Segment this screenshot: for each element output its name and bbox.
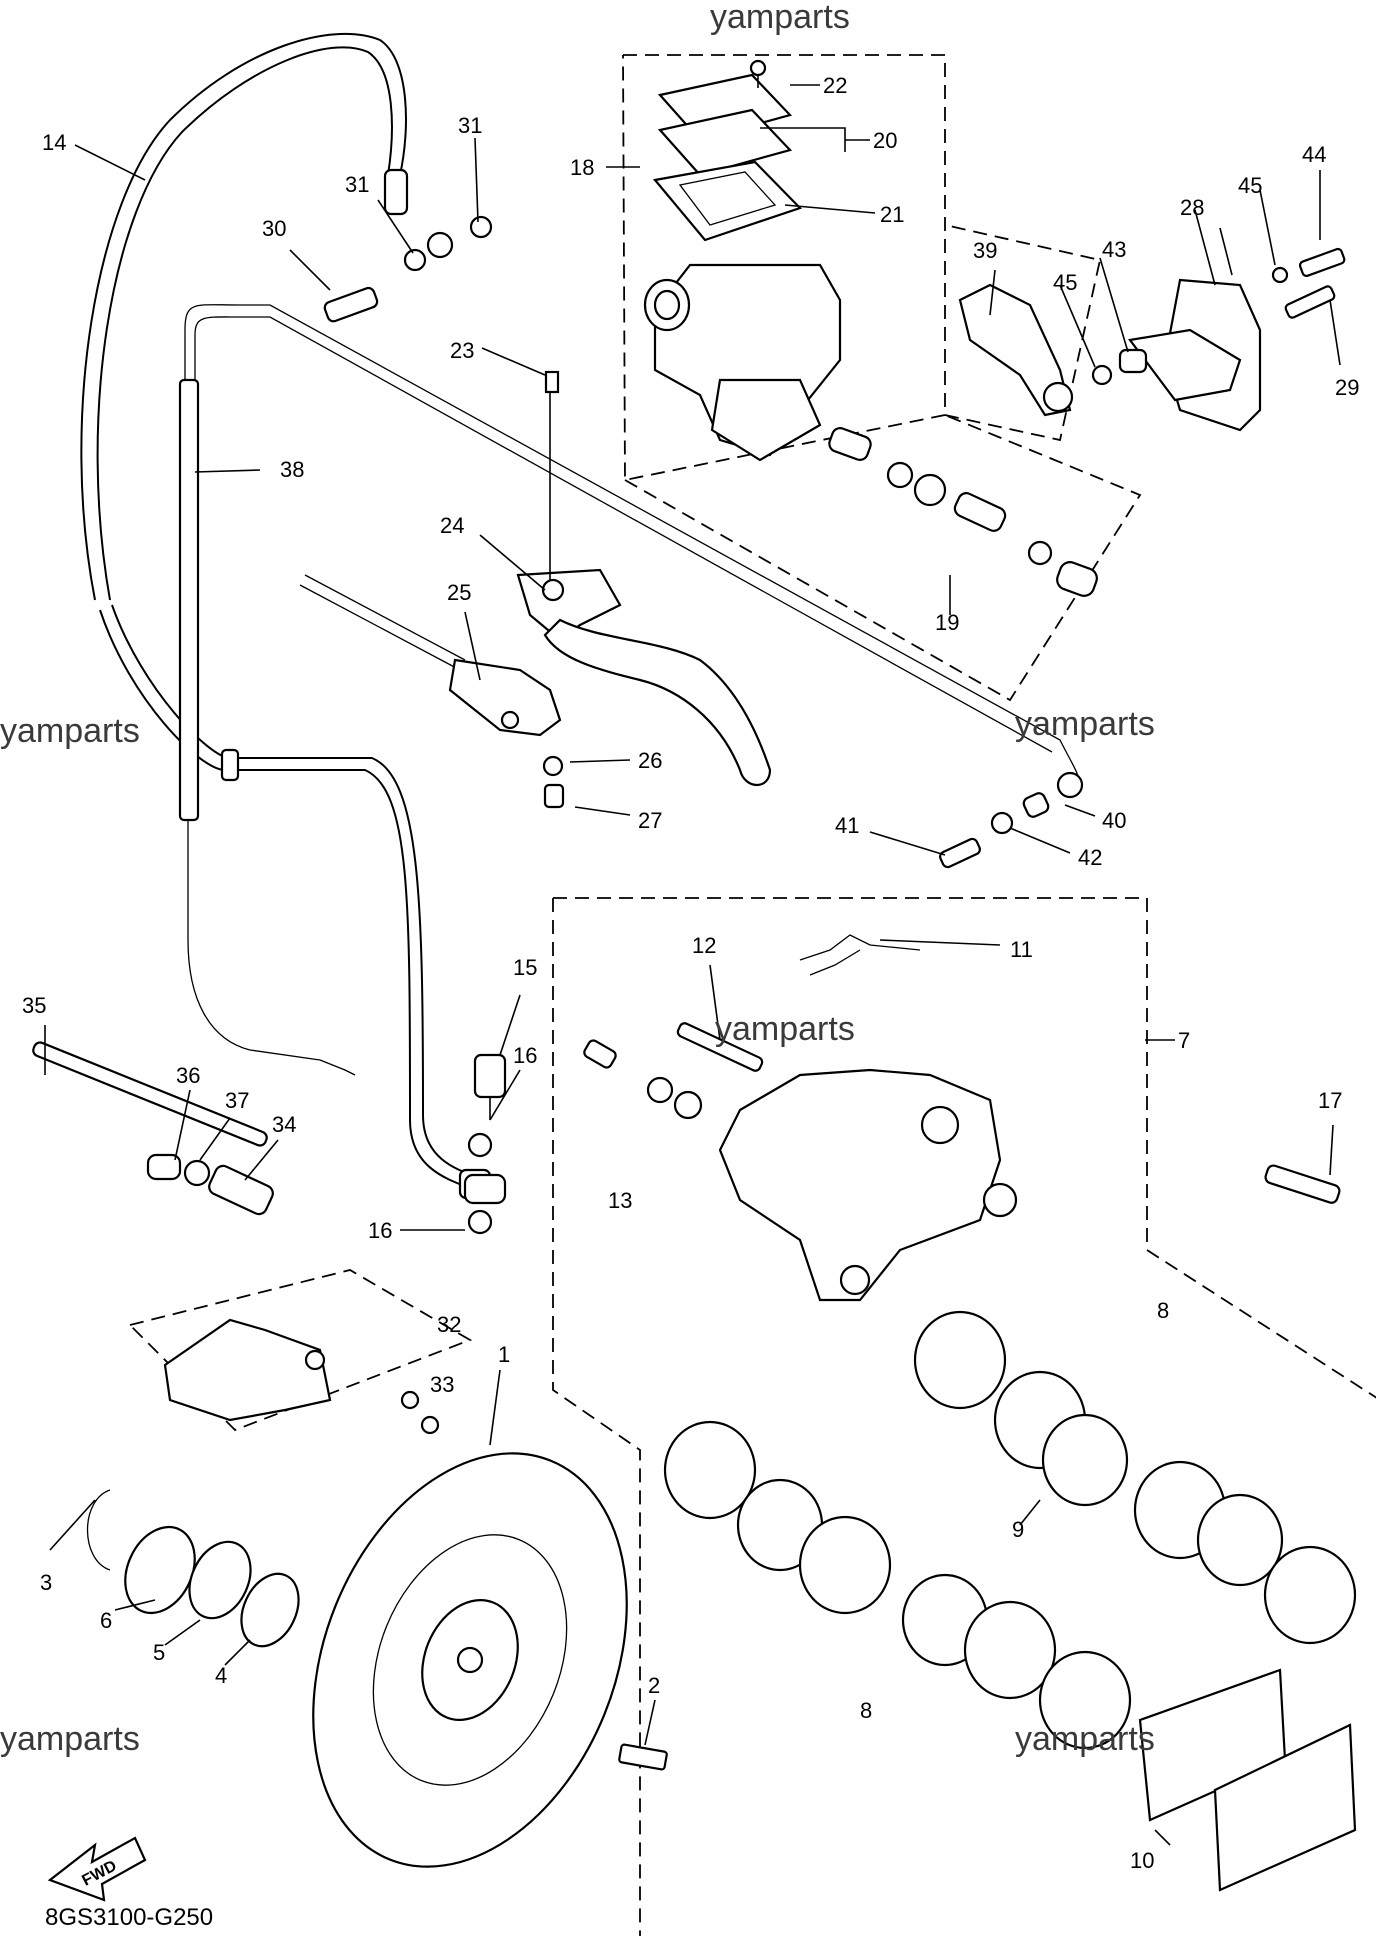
callout-18: 18: [570, 155, 594, 180]
fwd-arrow-icon: FWD: [47, 1836, 147, 1902]
watermark-right-lower: yamparts: [1015, 1720, 1155, 1758]
callout-16-lower: 16: [368, 1218, 392, 1243]
watermark-center: yamparts: [715, 1010, 855, 1048]
callout-40: 40: [1102, 808, 1126, 833]
callout-31-left: 31: [345, 172, 369, 197]
pedal-rod: [32, 1041, 274, 1216]
callout-45-upper: 45: [1238, 173, 1262, 198]
brake-pads: [1138, 1668, 1357, 1892]
bleeder-fittings: [583, 1039, 703, 1120]
callout-27: 27: [638, 808, 662, 833]
caliper-pistons: [663, 1310, 1357, 1750]
small-fasteners: [939, 792, 1050, 869]
callout-45-lower: 45: [1053, 270, 1077, 295]
callout-21: 21: [880, 202, 904, 227]
callout-5: 5: [153, 1640, 165, 1665]
pad-pin: [618, 1743, 668, 1771]
callout-32: 32: [437, 1312, 461, 1337]
disc-washers: [86, 1489, 300, 1648]
callout-8-lower: 8: [860, 1698, 872, 1723]
callout-38: 38: [280, 457, 304, 482]
callout-16-upper: 16: [513, 1043, 537, 1068]
watermark-left-lower: yamparts: [0, 1720, 140, 1758]
callout-29: 29: [1335, 375, 1359, 400]
brake-hose: [80, 32, 492, 1200]
watermark-left-upper: yamparts: [0, 712, 140, 750]
hose-clamp-icon: [220, 748, 240, 782]
callout-39: 39: [973, 238, 997, 263]
callout-1: 1: [498, 1342, 510, 1367]
callout-20: 20: [873, 128, 897, 153]
callout-15: 15: [513, 955, 537, 980]
reservoir-cap: [652, 59, 803, 242]
master-cylinder: [643, 263, 842, 462]
callout-44: 44: [1302, 142, 1326, 167]
callout-10: 10: [1130, 1848, 1154, 1873]
front-caliper: [463, 934, 1341, 1302]
watermark-right-upper: yamparts: [1015, 705, 1155, 743]
hose-fitting-icon: [383, 168, 409, 216]
clutch-lever-cable: [299, 574, 565, 809]
callout-43: 43: [1102, 237, 1126, 262]
brake-lever: [516, 370, 772, 786]
callout-33: 33: [430, 1372, 454, 1397]
callout-3: 3: [40, 1570, 52, 1595]
callout-22: 22: [823, 73, 847, 98]
leader-lines: [44, 84, 1341, 1846]
caliper-assembly-box: [552, 897, 1376, 1936]
callout-13: 13: [608, 1188, 632, 1213]
callout-2: 2: [648, 1673, 660, 1698]
watermark-top: yamparts: [710, 0, 850, 36]
callout-14: 14: [42, 130, 66, 155]
banjo-bolt-group: [323, 215, 493, 323]
callout-24: 24: [440, 513, 464, 538]
diagram-code: 8GS3100-G250: [45, 1904, 213, 1931]
callout-12: 12: [692, 933, 716, 958]
callout-8-upper: 8: [1157, 1298, 1169, 1323]
watermarks: yamparts yamparts yamparts yamparts yamp…: [0, 0, 1155, 1758]
brake-lever-bracket-box: [944, 224, 1102, 442]
callouts: 1 2 3 4 5 6 7 8 8 9 10 11 12 13 14 15 16…: [22, 73, 1359, 1873]
callout-36: 36: [176, 1063, 200, 1088]
callout-35: 35: [22, 993, 46, 1018]
callout-9: 9: [1012, 1517, 1024, 1542]
callout-6: 6: [100, 1608, 112, 1633]
callout-19: 19: [935, 610, 959, 635]
callout-25: 25: [447, 580, 471, 605]
callout-28: 28: [1180, 195, 1204, 220]
callout-17: 17: [1318, 1088, 1342, 1113]
callout-41: 41: [835, 813, 859, 838]
callout-26: 26: [638, 748, 662, 773]
brake-cable: [178, 304, 1084, 1076]
callout-34: 34: [272, 1112, 296, 1137]
callout-4: 4: [215, 1663, 227, 1688]
piston-kit: [828, 427, 1098, 597]
callout-23: 23: [450, 338, 474, 363]
rear-caliper-bracket: [163, 1318, 440, 1435]
callout-7: 7: [1178, 1028, 1190, 1053]
brake-pedal-bracket: [958, 247, 1346, 432]
callout-11: 11: [1010, 937, 1033, 962]
brake-disc: [312, 1452, 628, 1868]
callout-30: 30: [262, 216, 286, 241]
callout-42: 42: [1078, 845, 1102, 870]
callout-31-right: 31: [458, 113, 482, 138]
callout-37: 37: [225, 1088, 249, 1113]
